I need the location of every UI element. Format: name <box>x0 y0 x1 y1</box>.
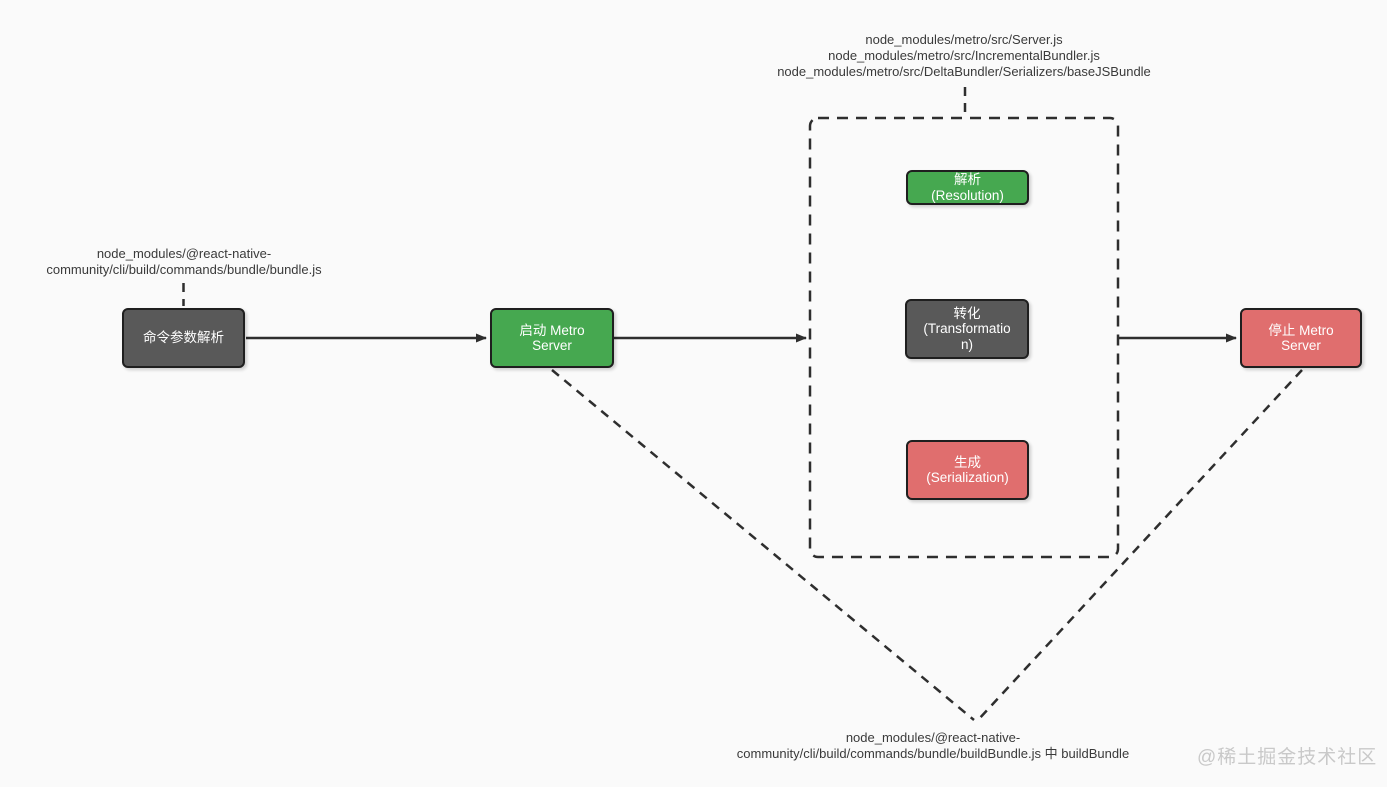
node-resolution: 解析 (Resolution) <box>906 170 1029 205</box>
ref-line-stop-to-buildbundle <box>977 369 1303 721</box>
node-transformation: 转化 (Transformatio n) <box>905 299 1029 359</box>
node-start-metro-server-label: 启动 Metro Server <box>519 322 585 354</box>
node-parse-args: 命令参数解析 <box>122 308 245 368</box>
node-serialization-label: 生成 (Serialization) <box>926 454 1009 486</box>
node-start-metro-server: 启动 Metro Server <box>490 308 614 368</box>
node-transformation-label: 转化 (Transformatio n) <box>923 305 1011 352</box>
watermark: @稀土掘金技术社区 <box>1197 747 1378 768</box>
metro-pipeline-container <box>808 116 1120 559</box>
node-parse-args-label: 命令参数解析 <box>143 330 224 346</box>
annotation-build-bundle: node_modules/@react-native- community/cl… <box>736 730 1130 761</box>
node-stop-metro-server: 停止 Metro Server <box>1240 308 1362 368</box>
node-resolution-label: 解析 (Resolution) <box>931 172 1004 203</box>
annotation-metro-internals: node_modules/metro/src/Server.js node_mo… <box>777 32 1151 79</box>
node-serialization: 生成 (Serialization) <box>906 440 1029 500</box>
ref-line-start-to-buildbundle <box>551 369 975 721</box>
annotation-bundle-entry: node_modules/@react-native- community/cl… <box>46 246 322 277</box>
node-stop-metro-server-label: 停止 Metro Server <box>1268 322 1334 354</box>
